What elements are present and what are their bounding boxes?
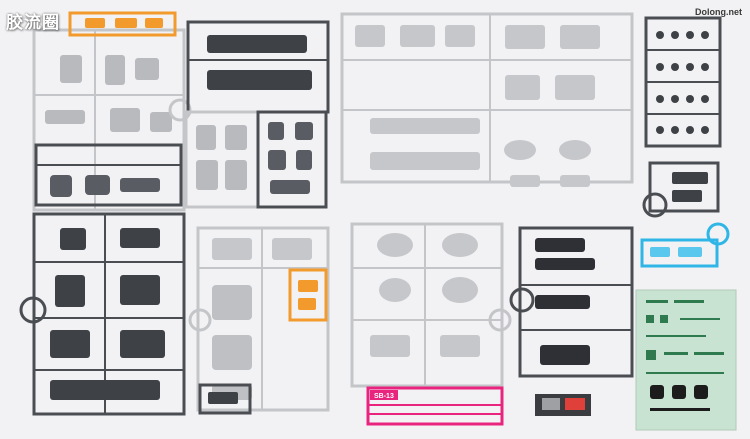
- runner-dark-grey-bottom-right-weapons: [509, 226, 634, 378]
- runner-dark-grey-bottom-left: [19, 212, 186, 416]
- runner-dark-grey-bottom-center-small: [198, 383, 252, 415]
- runner-dark-grey-center-small: [256, 110, 328, 209]
- runner-light-grey-center-upper: [184, 110, 260, 209]
- watermark-site-name: 胶流圈: [6, 13, 60, 33]
- runner-dark-grey-right-middle: [642, 161, 720, 218]
- runner-orange-strip: [68, 11, 177, 37]
- runner-dark-grey-top-left-lower: [34, 143, 183, 207]
- runner-dark-grey-plate: [535, 394, 591, 416]
- runner-magenta-frame: [366, 386, 504, 426]
- runner-dark-grey-top-right-small-parts: [644, 16, 722, 148]
- runner-tag-code: SB-13: [374, 393, 394, 400]
- watermark-domain: Dolong.net: [695, 7, 742, 17]
- runner-cyan-clear-parts: [640, 222, 730, 268]
- runner-light-grey-bottom-center: [350, 222, 512, 388]
- runner-orange-small: [288, 268, 328, 322]
- decal-sheet: [635, 289, 737, 431]
- runner-light-grey-top-right-large: [340, 12, 634, 187]
